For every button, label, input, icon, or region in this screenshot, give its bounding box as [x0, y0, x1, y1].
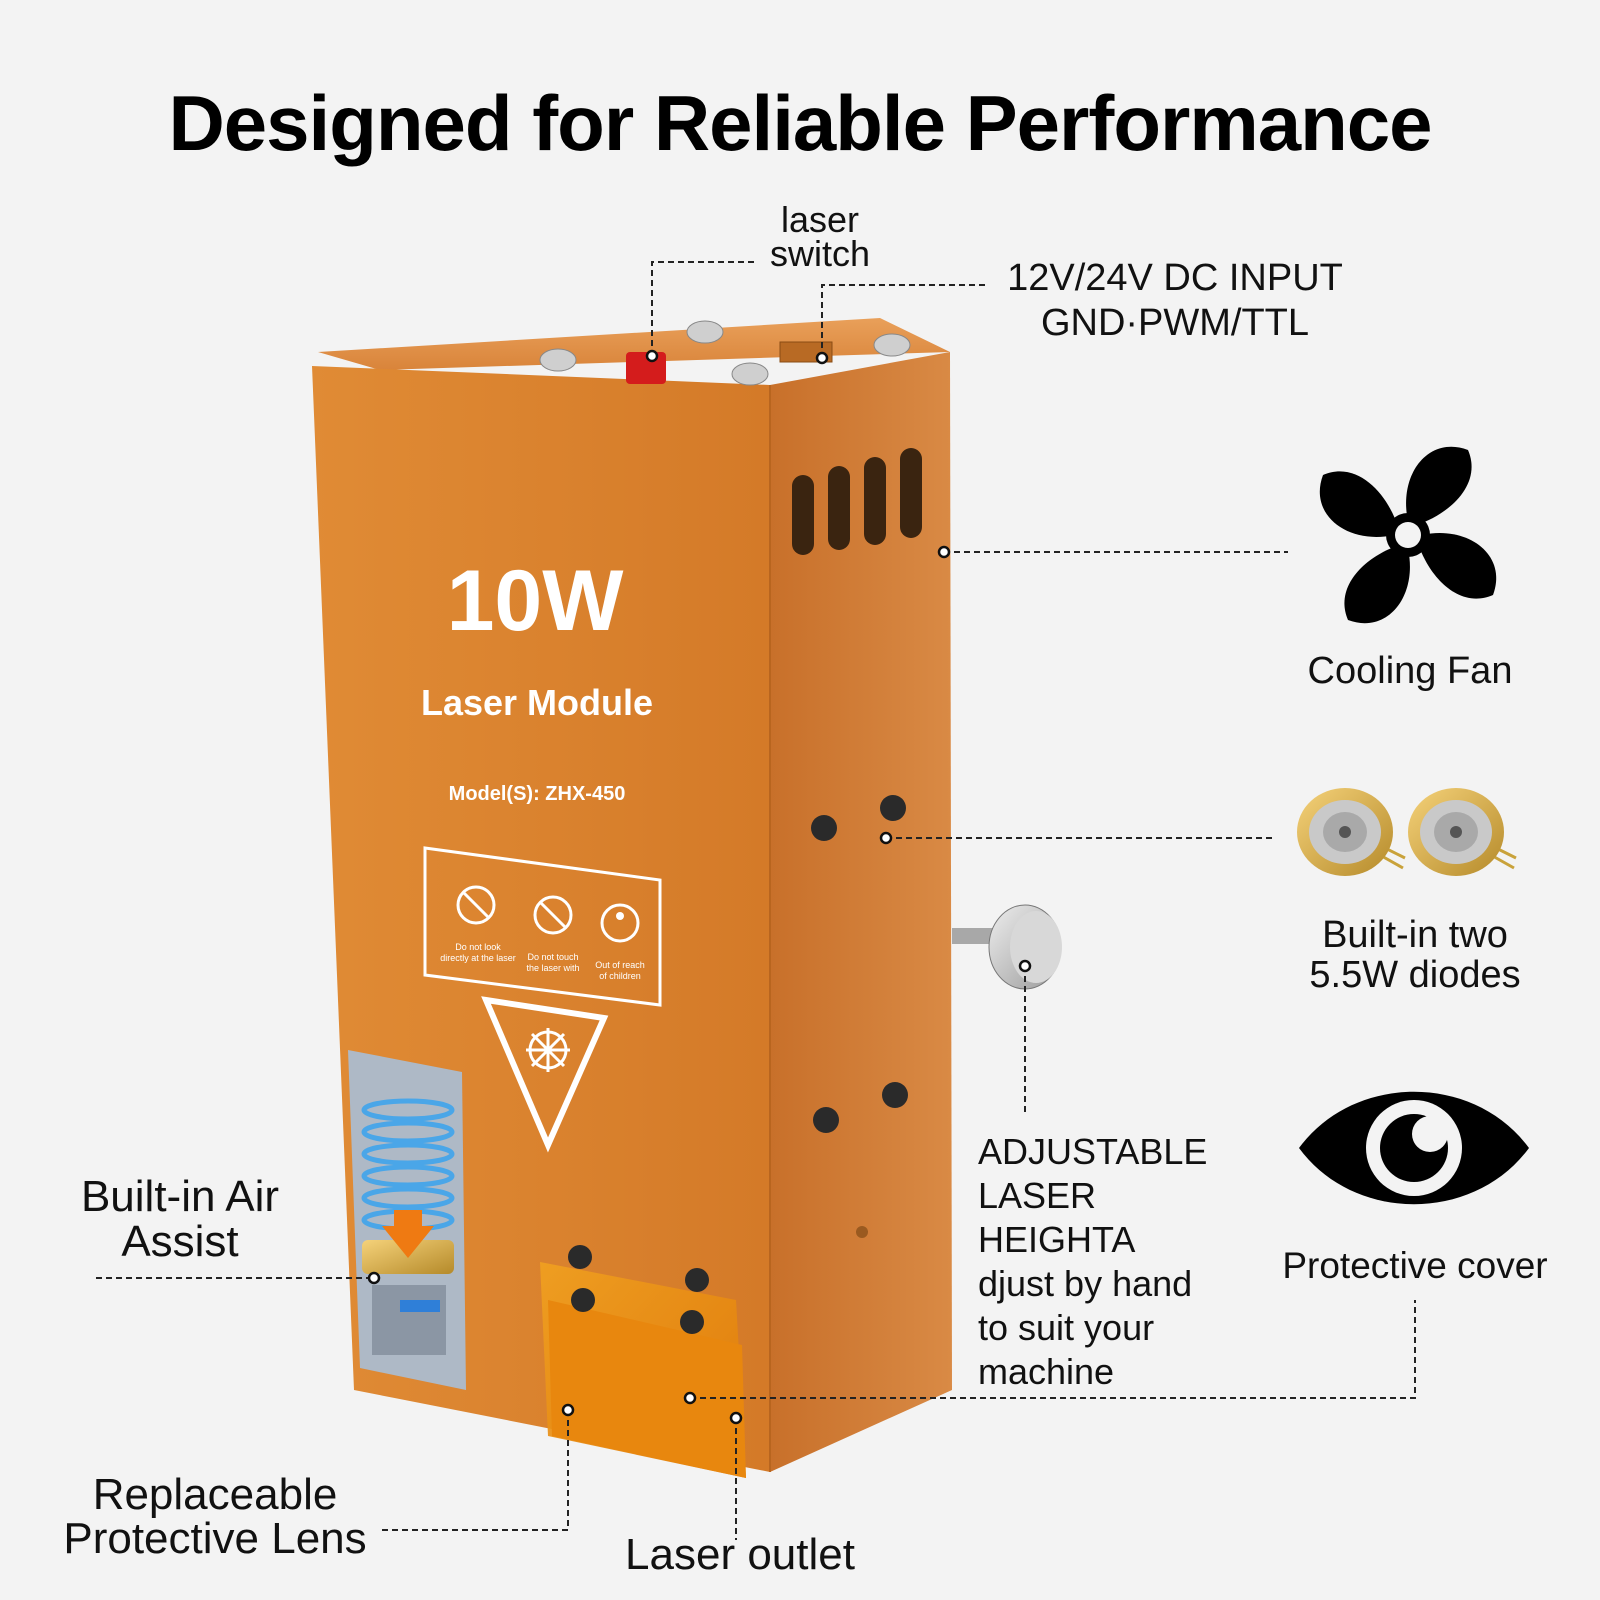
- svg-text:Out of reach: Out of reach: [595, 960, 645, 970]
- laser-outlet-cover: [540, 1245, 746, 1478]
- eye-icon: [1299, 1091, 1529, 1205]
- diodes-label: Built-in two 5.5W diodes: [1309, 914, 1521, 996]
- protective-cover-label: Protective cover: [1282, 1245, 1548, 1286]
- laser-warning-triangle: [481, 996, 609, 1153]
- module-side-face: [770, 352, 952, 1472]
- height-adjust-knob: [952, 904, 1062, 990]
- leader-lines: [96, 261, 1416, 1540]
- laser-switch-label: laser switch: [769, 199, 871, 275]
- cooling-vents: [792, 448, 922, 555]
- child-icon: [600, 903, 640, 943]
- air-assist-cutaway: [348, 1050, 466, 1390]
- svg-text:the laser with: the laser with: [526, 963, 579, 973]
- product-power: 10W: [447, 553, 625, 649]
- svg-text:Do not touch: Do not touch: [527, 952, 578, 962]
- leader-dots: [367, 349, 1032, 1425]
- svg-text:of children: of children: [599, 971, 641, 981]
- dc-input-label: 12V/24V DC INPUT GND·PWM/TTL: [1007, 257, 1343, 344]
- svg-text:directly at the laser: directly at the laser: [440, 953, 516, 963]
- svg-text:Do not look: Do not look: [455, 942, 501, 952]
- cooling-fan-label: Cooling Fan: [1307, 650, 1513, 692]
- adjustable-height-label: ADJUSTABLE LASER HEIGHTA djust by hand t…: [978, 1131, 1208, 1392]
- air-assist-label: Built-in Air Assist: [80, 1172, 280, 1266]
- top-screws: [539, 320, 911, 386]
- module-top-face: [318, 318, 950, 370]
- airflow-arrow-icon: [382, 1210, 434, 1258]
- product-name: Laser Module: [421, 682, 653, 723]
- page-title: Designed for Reliable Performance: [168, 79, 1432, 167]
- diode-icon: [1297, 788, 1517, 876]
- side-screws: [811, 795, 908, 1133]
- no-touch-icon: [533, 895, 573, 935]
- product-model: Model(S): ZHX-450: [449, 783, 626, 805]
- fan-icon: [1319, 446, 1497, 624]
- protective-lens-label: Replaceable Protective Lens: [63, 1470, 367, 1563]
- no-look-icon: [456, 885, 496, 925]
- warning-panel: Do not look directly at the laser Do not…: [423, 846, 662, 1007]
- laser-outlet-label: Laser outlet: [625, 1530, 855, 1579]
